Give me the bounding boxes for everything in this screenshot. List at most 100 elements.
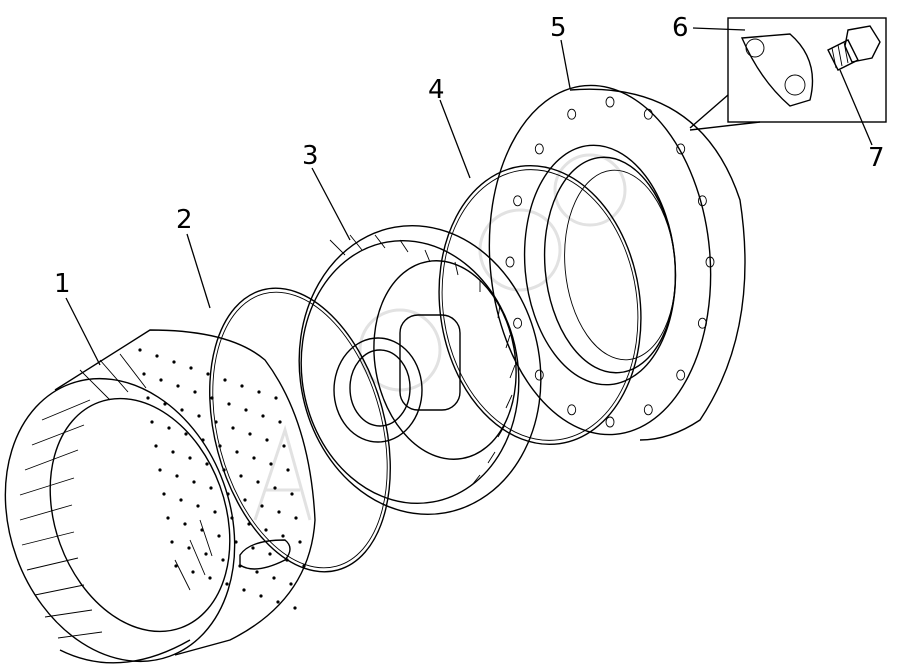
drum-hole <box>172 360 176 364</box>
drum-hole <box>170 540 174 544</box>
drum-hole <box>191 570 195 574</box>
flange-bolt-hole <box>676 369 686 381</box>
drum-hole <box>192 480 196 484</box>
drum-hole <box>282 444 286 448</box>
drum-hole <box>260 504 264 508</box>
flange-bolt-hole <box>697 195 707 207</box>
drum-hole <box>257 390 261 394</box>
drum-hole <box>272 576 276 580</box>
drum-hole <box>196 504 200 508</box>
flange-bolt-hole <box>676 143 686 155</box>
drum-hole <box>171 450 175 454</box>
flange-bolt-hole <box>567 404 577 416</box>
part-5-flange-housing <box>488 84 746 441</box>
drum-hole <box>255 570 259 574</box>
drum-hole <box>159 378 163 382</box>
drum-hole <box>158 468 162 472</box>
drum-hole <box>274 396 278 400</box>
part-7-hex-bolt <box>827 25 881 71</box>
drum-hole <box>208 576 212 580</box>
watermark-logo <box>253 153 627 521</box>
drum-hole <box>200 528 204 532</box>
drum-hole <box>197 414 201 418</box>
drum-hole <box>273 486 277 490</box>
drum-hole <box>204 552 208 556</box>
drum-hole <box>138 348 142 352</box>
drum-hole <box>188 456 192 460</box>
drum-hole <box>302 564 306 568</box>
drum-hole <box>150 420 154 424</box>
drum-hole <box>239 474 243 478</box>
inset-detail-box <box>689 17 887 131</box>
drum-hole <box>167 426 171 430</box>
flange-bolt-hole <box>505 256 515 268</box>
drum-hole <box>276 600 280 604</box>
callout-1: 1 <box>54 269 71 299</box>
drum-hole <box>242 588 246 592</box>
drum-hole <box>142 372 146 376</box>
drum-hole <box>268 552 272 556</box>
flange-bolt-hole <box>567 108 577 120</box>
drum-hole <box>176 384 180 388</box>
drum-hole <box>206 372 210 376</box>
drum-hole <box>189 366 193 370</box>
drum-hole <box>234 540 238 544</box>
drum-hole <box>238 564 242 568</box>
drum-hole <box>193 390 197 394</box>
callout-2: 2 <box>176 205 193 235</box>
drum-hole <box>235 450 239 454</box>
drum-hole <box>155 354 159 358</box>
drum-hole <box>217 534 221 538</box>
drum-hole <box>277 510 281 514</box>
part-2-snap-ring <box>209 287 391 573</box>
drum-hole <box>231 426 235 430</box>
drum-hole <box>269 462 273 466</box>
drum-hole <box>221 558 225 562</box>
callout-4: 4 <box>428 75 445 105</box>
drum-hole <box>209 486 213 490</box>
flange-bolt-hole <box>643 404 653 416</box>
drum-hole <box>184 432 188 436</box>
flange-bolt-hole <box>513 195 523 207</box>
flange-bolt-hole <box>605 96 615 108</box>
callout-6: 6 <box>672 13 689 43</box>
drum-hole <box>174 564 178 568</box>
callout-3: 3 <box>302 141 319 171</box>
drum-hole <box>213 510 217 514</box>
flange-bolt-hole <box>697 317 707 329</box>
drum-hole <box>225 582 229 586</box>
drum-hole <box>243 498 247 502</box>
drum-hole <box>294 516 298 520</box>
drum-hole <box>244 408 248 412</box>
drum-hole <box>240 384 244 388</box>
drum-hole <box>179 498 183 502</box>
drum-hole <box>180 408 184 412</box>
drum-hole <box>175 474 179 478</box>
drum-hole <box>252 456 256 460</box>
drum-hole <box>223 378 227 382</box>
flange-bolt-hole <box>643 108 653 120</box>
drum-hole <box>163 402 167 406</box>
flange-bolt-hole <box>513 317 523 329</box>
drum-hole <box>230 516 234 520</box>
part-6-lock-plate <box>740 33 814 107</box>
drum-hole <box>146 396 150 400</box>
part-3-carrier-gear <box>298 224 542 516</box>
drum-hole <box>298 540 302 544</box>
leader-lines <box>65 27 873 366</box>
drum-hole <box>281 534 285 538</box>
drum-hole <box>154 444 158 448</box>
flange-bolt-hole <box>705 256 715 268</box>
drum-hole <box>289 582 293 586</box>
drum-hole <box>201 438 205 442</box>
drum-hole <box>256 480 260 484</box>
drum-hole <box>251 546 255 550</box>
drum-hole <box>278 420 282 424</box>
drum-hole <box>187 546 191 550</box>
drum-hole <box>265 438 269 442</box>
flange-bolt-hole <box>534 143 544 155</box>
drum-hole <box>183 522 187 526</box>
drum-hole <box>261 414 265 418</box>
drum-hole <box>227 402 231 406</box>
